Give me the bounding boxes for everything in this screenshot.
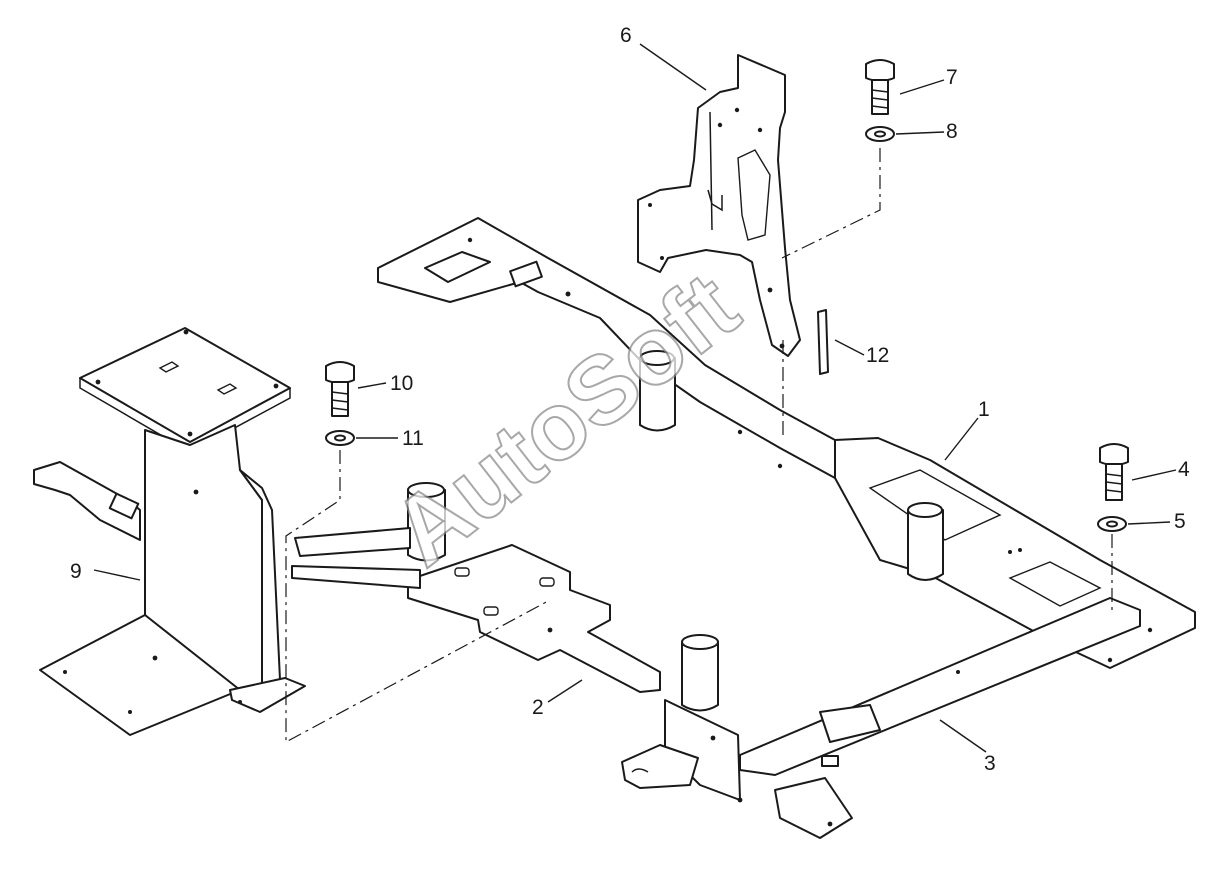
part-5-washer [1097, 516, 1127, 532]
cross-plate-post-front [681, 634, 719, 712]
leader-lines [93, 43, 1177, 753]
callout-6: 6 [620, 24, 632, 47]
part-9-seat-support [33, 327, 306, 736]
assembly-lines [285, 148, 1113, 744]
callout-5: 5 [1174, 510, 1186, 533]
part-6-upright-bracket [637, 54, 801, 357]
frame-post-right [907, 502, 944, 581]
callout-4: 4 [1178, 458, 1190, 481]
cross-plate-post-left [407, 482, 446, 562]
callout-12: 12 [866, 344, 889, 367]
part-8-washer [865, 126, 895, 142]
part-2-cross-plate [291, 482, 719, 712]
part-11-washer [325, 430, 355, 446]
part-4-bolt [1099, 443, 1129, 501]
part-12-pin [817, 309, 829, 375]
frame-post-upper [639, 350, 676, 432]
callout-8: 8 [946, 120, 958, 143]
callout-7: 7 [946, 66, 958, 89]
part-3-front-beam [621, 597, 1141, 839]
callout-11: 11 [402, 427, 424, 450]
callouts: 6 7 8 12 1 4 5 10 11 9 2 3 [70, 24, 1190, 775]
callout-1: 1 [978, 398, 990, 421]
part-10-bolt [325, 361, 355, 417]
callout-2: 2 [532, 696, 544, 719]
callout-3: 3 [984, 752, 996, 775]
callout-10: 10 [390, 372, 413, 395]
part-7-bolt [865, 59, 895, 115]
callout-9: 9 [70, 560, 82, 583]
